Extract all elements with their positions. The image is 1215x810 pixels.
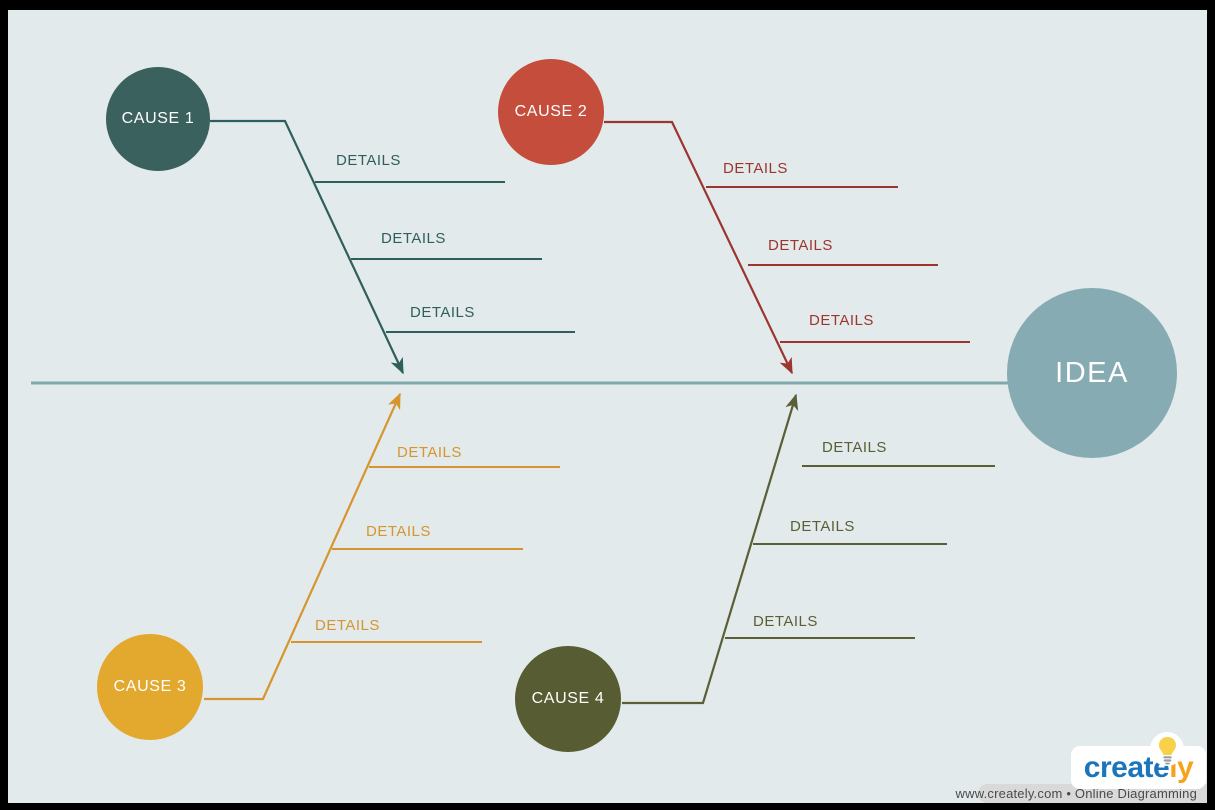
cause1-bone: [210, 119, 404, 375]
cause2-detail3-label: DETAILS: [809, 312, 874, 329]
idea-label: IDEA: [1055, 356, 1129, 389]
cause4-detail3-label: DETAILS: [753, 613, 818, 630]
idea-node: IDEA: [1007, 288, 1177, 458]
cause1-label: CAUSE 1: [121, 110, 195, 127]
cause1-detail3-label: DETAILS: [410, 304, 475, 321]
cause3-bone: [204, 392, 402, 701]
cause1-detail2-label: DETAILS: [381, 230, 446, 247]
cause4-bone: [622, 393, 799, 705]
cause2-detail2-label: DETAILS: [768, 237, 833, 254]
cause3-label: CAUSE 3: [113, 678, 187, 695]
cause3-detail3-label: DETAILS: [315, 617, 380, 634]
cause3-detail2-label: DETAILS: [366, 523, 431, 540]
cause2-bone: [604, 120, 793, 375]
creately-logo-plate[interactable]: creately: [1071, 746, 1206, 789]
cause2-node: CAUSE 2: [498, 59, 604, 165]
creately-tagline[interactable]: www.creately.com • Online Diagramming: [955, 786, 1197, 801]
cause4-detail1-label: DETAILS: [822, 439, 887, 456]
cause4-label: CAUSE 4: [531, 690, 605, 707]
cause1-detail1-label: DETAILS: [336, 152, 401, 169]
cause4-node: CAUSE 4: [515, 646, 621, 752]
cause1-node: CAUSE 1: [106, 67, 210, 171]
cause3-node: CAUSE 3: [97, 634, 203, 740]
cause4-detail2-label: DETAILS: [790, 518, 855, 535]
cause2-detail1-label: DETAILS: [723, 160, 788, 177]
cause3-detail1-label: DETAILS: [397, 444, 462, 461]
cause2-label: CAUSE 2: [514, 103, 588, 120]
lightbulb-icon: [1159, 737, 1176, 765]
